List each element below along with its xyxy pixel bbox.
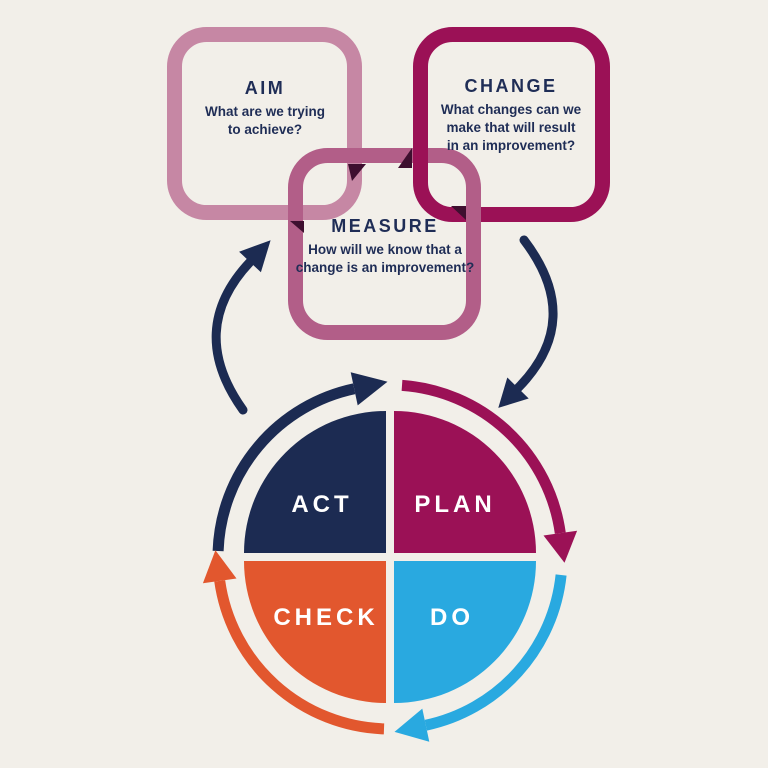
connector-arrow-left-curve	[211, 257, 255, 415]
connector-arrow-left	[211, 240, 271, 415]
cycle-arc-bottom-left	[214, 580, 385, 735]
cycle-arc-top-left	[212, 383, 356, 552]
quadrant-plan-label: PLAN	[414, 491, 495, 518]
quadrant-do	[394, 561, 536, 703]
overlap-shadow-change-measure-bottom	[451, 206, 466, 220]
quadrant-check-label: CHECK	[273, 604, 378, 631]
overlap-shadow-change-measure-top	[398, 148, 412, 168]
connector-arrow-right-head-icon	[498, 377, 529, 408]
cycle-arc-bottom-right	[424, 574, 567, 731]
quadrant-check	[244, 561, 386, 703]
quadrant-plan	[394, 411, 536, 553]
measure-ring	[288, 148, 481, 340]
quadrant-act-label: ACT	[291, 491, 352, 518]
connector-arrow-left-head-icon	[239, 240, 271, 273]
quadrant-do-label: DO	[430, 604, 474, 631]
cycle-arc-top-right	[401, 379, 566, 534]
connector-arrow-right	[498, 235, 558, 408]
aim-ring	[167, 27, 362, 220]
cycle-arrow-check-to-act	[202, 550, 385, 735]
change-ring	[413, 27, 610, 222]
overlap-shadow-aim-measure-bottom	[290, 221, 304, 233]
cycle-arrowhead-right-icon	[543, 530, 578, 563]
cycle-arrow-do-to-check	[394, 574, 567, 742]
cycle-arrow-plan-to-do	[401, 379, 578, 563]
cycle-arrowhead-left-icon	[202, 550, 237, 584]
overlap-shadow-aim-measure-top	[348, 164, 366, 181]
cycle-arrowhead-top-icon	[350, 372, 388, 406]
cycle-arrowhead-bottom-icon	[394, 708, 430, 742]
quadrant-act	[244, 411, 386, 553]
cycle-arrow-act-to-plan	[212, 372, 388, 552]
connector-arrow-right-curve	[513, 235, 558, 393]
